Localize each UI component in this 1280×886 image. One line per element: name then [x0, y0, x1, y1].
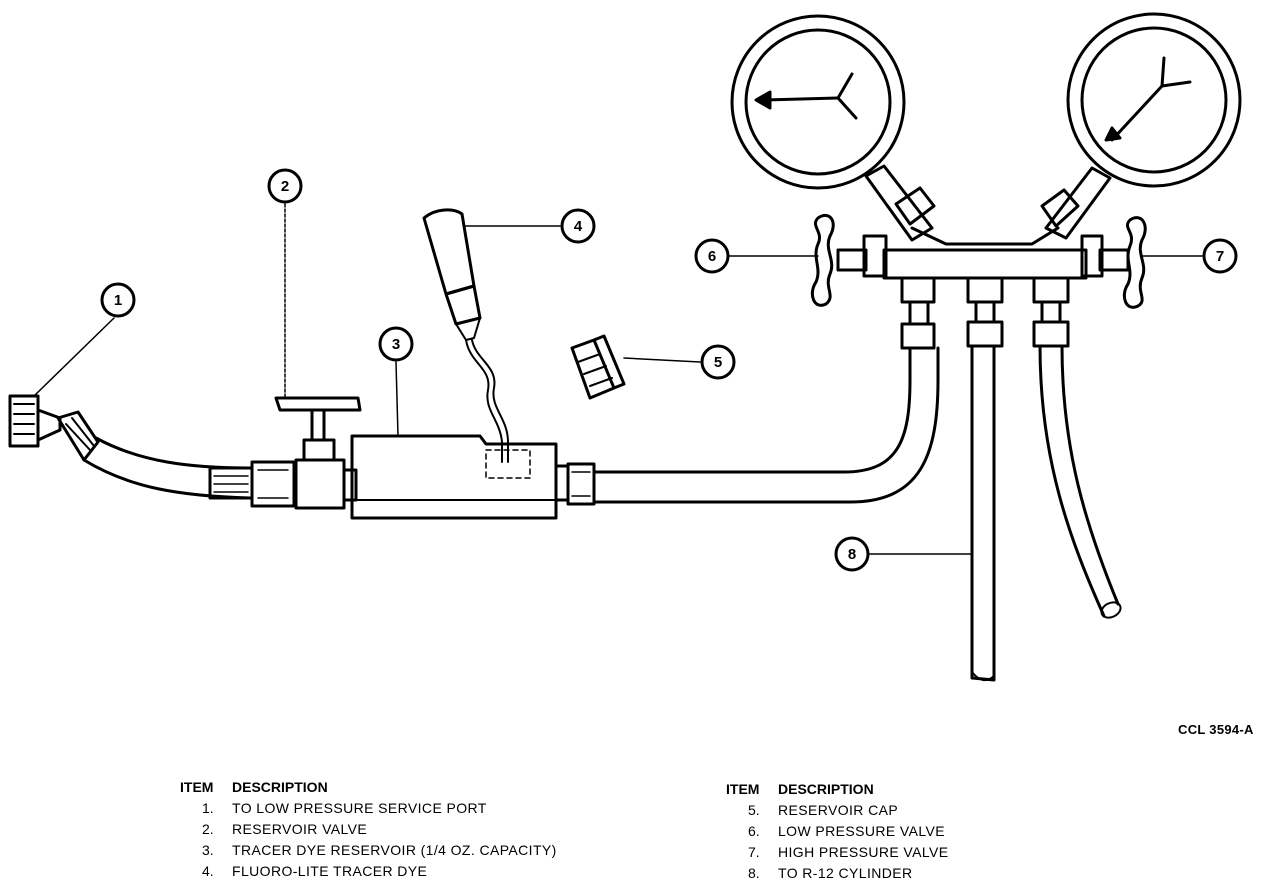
- legend-right-item-header: ITEM: [726, 781, 760, 797]
- legend-item-description: HIGH PRESSURE VALVE: [778, 844, 949, 860]
- callout-3-label: 3: [392, 336, 400, 353]
- legend-item-description: TO LOW PRESSURE SERVICE PORT: [232, 800, 487, 816]
- callout-5-label: 5: [714, 354, 722, 371]
- legend-item-number: 1.: [202, 800, 214, 816]
- legend-row: 1. TO LOW PRESSURE SERVICE PORT: [180, 798, 557, 819]
- legend-item-description: TRACER DYE RESERVOIR (1/4 OZ. CAPACITY): [232, 842, 557, 858]
- callout-7: 7: [1202, 238, 1238, 274]
- reservoir-cap: [570, 334, 626, 400]
- manifold-hose-fittings: [900, 300, 1070, 350]
- legend-row: 6. LOW PRESSURE VALVE: [726, 821, 948, 842]
- legend-item-description: RESERVOIR CAP: [778, 802, 899, 818]
- low-pressure-valve: [810, 213, 835, 307]
- legend-item-number: 6.: [748, 823, 760, 839]
- legend-item-description: FLUORO-LITE TRACER DYE: [232, 863, 428, 879]
- legend-right: ITEM DESCRIPTION 5. RESERVOIR CAP 6. LOW…: [726, 779, 948, 884]
- low-pressure-service-port: [8, 394, 100, 462]
- legend-left-header: ITEM DESCRIPTION: [180, 777, 557, 798]
- legend-row: 3. TRACER DYE RESERVOIR (1/4 OZ. CAPACIT…: [180, 840, 557, 861]
- legend-item-number: 2.: [202, 821, 214, 837]
- fluoro-lite-tracer-dye: [422, 208, 509, 463]
- callout-2-label: 2: [281, 178, 289, 195]
- legend-right-desc-header: DESCRIPTION: [778, 781, 874, 797]
- figure-id: CCL 3594-A: [1178, 722, 1254, 737]
- reservoir-valve: [274, 396, 362, 510]
- legend-row: 4. FLUORO-LITE TRACER DYE: [180, 861, 557, 882]
- high-pressure-hose: [1038, 344, 1122, 619]
- callout-3: 3: [378, 326, 414, 362]
- callout-8: 8: [834, 536, 870, 572]
- legend-right-header: ITEM DESCRIPTION: [726, 779, 948, 800]
- legend-left: ITEM DESCRIPTION 1. TO LOW PRESSURE SERV…: [180, 777, 557, 882]
- service-hose: [82, 436, 296, 508]
- reservoir-to-manifold-hose: [592, 346, 940, 504]
- high-pressure-valve: [1122, 216, 1147, 309]
- callout-7-label: 7: [1216, 248, 1224, 265]
- r12-cylinder-hose: [970, 344, 996, 682]
- callout-4-label: 4: [574, 218, 583, 235]
- legend-item-number: 7.: [748, 844, 760, 860]
- legend-item-number: 3.: [202, 842, 214, 858]
- callout-6-label: 6: [708, 248, 716, 265]
- callout-8-label: 8: [848, 546, 856, 563]
- legend-row: 7. HIGH PRESSURE VALVE: [726, 842, 948, 863]
- callout-1: 1: [100, 282, 136, 318]
- callout-6: 6: [694, 238, 730, 274]
- legend-row: 5. RESERVOIR CAP: [726, 800, 948, 821]
- legend-item-description: RESERVOIR VALVE: [232, 821, 368, 837]
- callout-1-label: 1: [114, 292, 122, 309]
- low-pressure-gauge: [730, 14, 936, 242]
- legend-item-number: 5.: [748, 802, 760, 818]
- manifold-body: [836, 226, 1130, 304]
- tracer-dye-reservoir: [350, 434, 596, 520]
- callout-5: 5: [700, 344, 736, 380]
- high-pressure-gauge: [1040, 12, 1242, 240]
- callout-4: 4: [560, 208, 596, 244]
- legend-row: 2. RESERVOIR VALVE: [180, 819, 557, 840]
- legend-item-description: TO R-12 CYLINDER: [778, 865, 913, 881]
- legend-item-number: 8.: [748, 865, 760, 881]
- callout-2: 2: [267, 168, 303, 204]
- legend-item-number: 4.: [202, 863, 214, 879]
- legend-item-description: LOW PRESSURE VALVE: [778, 823, 945, 839]
- legend-row: 8. TO R-12 CYLINDER: [726, 863, 948, 884]
- legend-left-item-header: ITEM: [180, 779, 214, 795]
- legend-left-desc-header: DESCRIPTION: [232, 779, 328, 795]
- leader-lines: [33, 203, 1203, 555]
